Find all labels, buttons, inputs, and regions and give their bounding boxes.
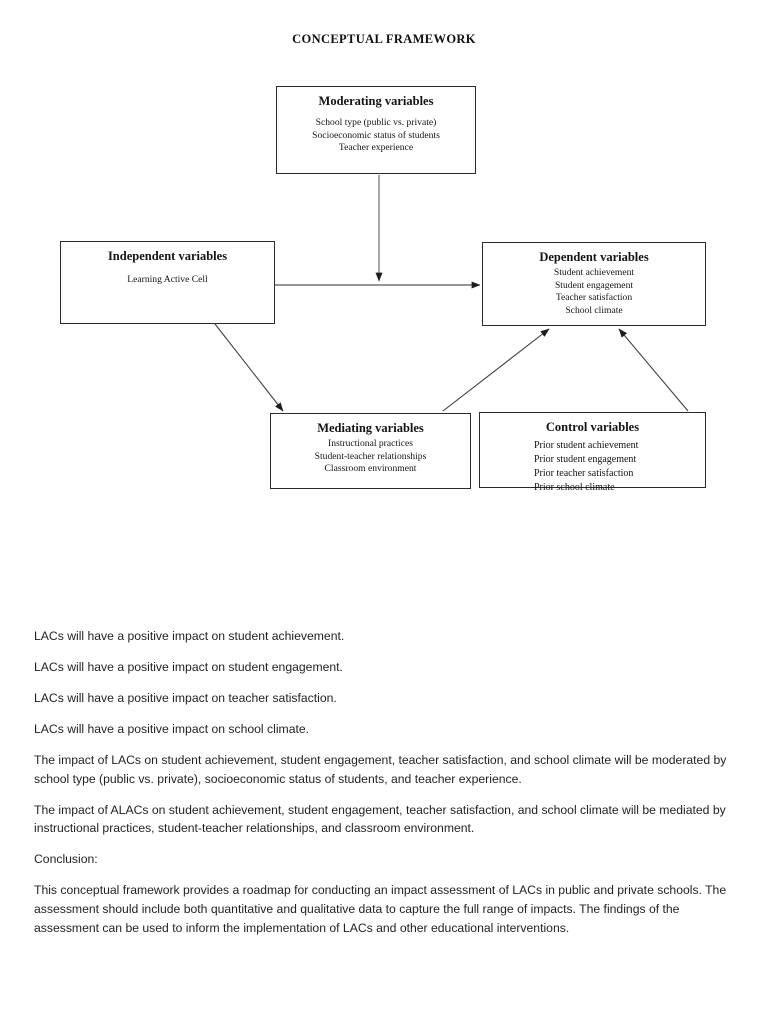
paragraph: LACs will have a positive impact on stud… (34, 660, 343, 675)
node-item: Prior student achievement (534, 439, 639, 451)
node-independent-variables[interactable]: Independent variables Learning Active Ce… (60, 241, 275, 324)
node-item: Prior teacher satisfaction (534, 468, 634, 480)
node-item: Student-teacher relationships (314, 450, 427, 462)
conclusion-paragraph: This conceptual framework provides a roa… (34, 883, 727, 935)
node-item: Learning Active Cell (127, 273, 208, 285)
node-item: Prior school climate (534, 482, 615, 494)
paragraph: The impact of ALACs on student achieveme… (34, 802, 726, 836)
node-moderating-items: School type (public vs. private) Socioec… (277, 117, 475, 155)
page-title: CONCEPTUAL FRAMEWORK (292, 32, 476, 46)
conceptual-framework-diagram: Moderating variables School type (public… (60, 86, 706, 493)
node-item: Classroom environment (324, 463, 417, 475)
paragraph: LACs will have a positive impact on stud… (34, 629, 345, 643)
paragraph: The impact of LACs on student achievemen… (34, 753, 727, 786)
node-dependent-title: Dependent variables (539, 250, 649, 264)
node-item: Prior student engagement (534, 454, 637, 466)
paragraph: LACs will have a positive impact on scho… (34, 722, 310, 737)
node-item: Student achievement (553, 266, 635, 278)
node-control-variables[interactable]: Control variables Prior student achievem… (479, 412, 706, 493)
node-item: Socioeconomic status of students (312, 129, 440, 141)
node-independent-items: Learning Active Cell (61, 274, 274, 287)
edge-independent-to-mediating (214, 323, 284, 412)
conclusion-heading: Conclusion: (34, 852, 98, 867)
node-control-items: Prior student achievement Prior student … (480, 439, 705, 496)
node-moderating-variables[interactable]: Moderating variables School type (public… (276, 86, 476, 174)
node-item: Teacher experience (338, 142, 414, 154)
node-mediating-title: Mediating variables (317, 421, 424, 435)
node-mediating-variables[interactable]: Mediating variables Instructional practi… (270, 413, 471, 489)
node-item: School climate (565, 305, 623, 317)
paragraph: LACs will have a positive impact on teac… (34, 691, 337, 706)
node-independent-title: Independent variables (107, 249, 228, 263)
node-control-title: Control variables (545, 420, 640, 434)
node-item: Student engagement (554, 279, 634, 291)
prose-section: LACs will have a positive impact on stud… (34, 627, 734, 950)
node-dependent-variables[interactable]: Dependent variables Student achievement … (482, 242, 706, 326)
node-item: Instructional practices (328, 437, 413, 449)
edge-mediating-to-dependent (442, 328, 550, 412)
node-dependent-items: Student achievement Student engagement T… (483, 267, 705, 318)
node-moderating-title: Moderating variables (318, 94, 434, 108)
edge-control-to-dependent (618, 328, 689, 412)
node-mediating-items: Instructional practices Student-teacher … (271, 438, 470, 476)
node-item: School type (public vs. private) (315, 116, 437, 128)
node-item: Teacher satisfaction (555, 292, 633, 304)
